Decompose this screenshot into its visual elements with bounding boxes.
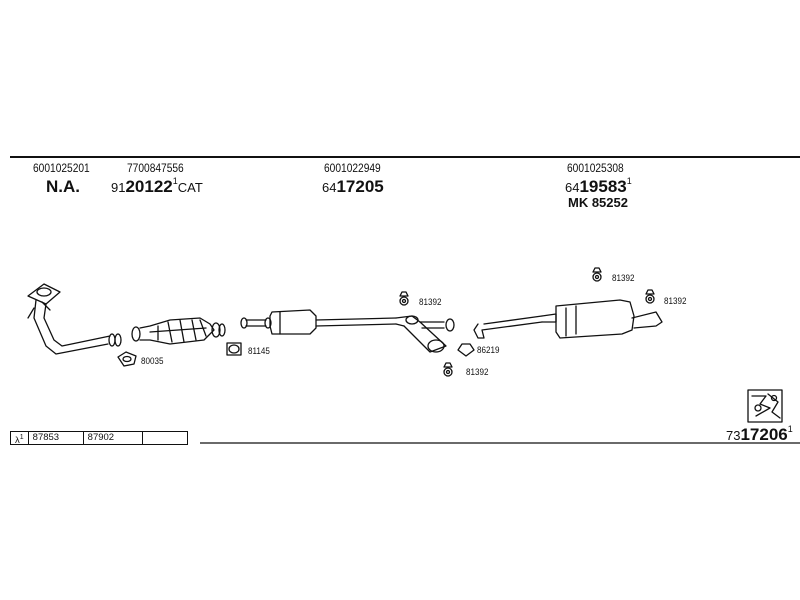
legend-cell-2: 87902	[84, 432, 143, 444]
footer-code: 17206	[740, 425, 788, 444]
rear-muffler	[473, 299, 663, 339]
legend-sup: 1	[19, 434, 24, 441]
hanger-mid-part	[399, 291, 409, 306]
col3-part-number: 6001022949	[324, 161, 381, 175]
hanger-rear-right-part	[645, 289, 655, 304]
legend-cell-1: 87853	[29, 432, 84, 444]
legend-cell-3	[143, 432, 187, 444]
label-hanger-rear-top: 81392	[612, 273, 635, 284]
col2-code-line: 91201221CAT	[111, 176, 203, 197]
legend-box: λ1 87853 87902	[10, 431, 188, 447]
col4-code-line: 64195831	[565, 176, 632, 197]
col3-code: 17205	[336, 177, 384, 196]
col4-sup: 1	[626, 176, 632, 186]
col4-code: 19583	[579, 177, 627, 196]
col2-prefix: 91	[111, 180, 126, 195]
label-hanger-low: 81392	[466, 367, 489, 378]
col1-code: N.A.	[46, 177, 80, 196]
col3-prefix: 64	[322, 180, 337, 195]
front-gasket-part	[117, 351, 137, 367]
footer-sup: 1	[787, 424, 793, 434]
label-gasket-mid: 86219	[477, 345, 500, 356]
label-gasket-front: 80035	[141, 356, 164, 367]
label-hanger-rear-right: 81392	[664, 296, 687, 307]
col4-prefix: 64	[565, 180, 580, 195]
footer-code-line: 73172061	[726, 424, 793, 445]
catalogue-icon	[747, 389, 783, 423]
col1-part-number: 6001025201	[33, 161, 90, 175]
col4-part-number: 6001025308	[567, 161, 624, 175]
gasket-mid-part	[457, 343, 475, 357]
catalytic-converter	[131, 317, 226, 345]
col4-kit: MK 85252	[568, 195, 628, 210]
center-pipe	[240, 309, 455, 353]
col2-suffix: CAT	[177, 180, 203, 195]
footer-prefix: 73	[726, 428, 741, 443]
legend-symbol-cell: λ1	[11, 432, 29, 447]
hanger-low-part	[443, 362, 453, 377]
label-hanger-mid: 81392	[419, 297, 442, 308]
col2-code: 20122	[125, 177, 173, 196]
col2-sup: 1	[172, 176, 178, 186]
legend-symbol: λ	[15, 435, 20, 447]
col3-code-line: 6417205	[322, 177, 384, 197]
label-clamp: 81145	[248, 346, 270, 357]
clamp-part	[226, 342, 242, 356]
header-rule	[10, 156, 800, 158]
col2-part-number: 7700847556	[127, 161, 184, 175]
hanger-rear-top-part	[592, 267, 602, 282]
front-downpipe	[27, 283, 122, 355]
